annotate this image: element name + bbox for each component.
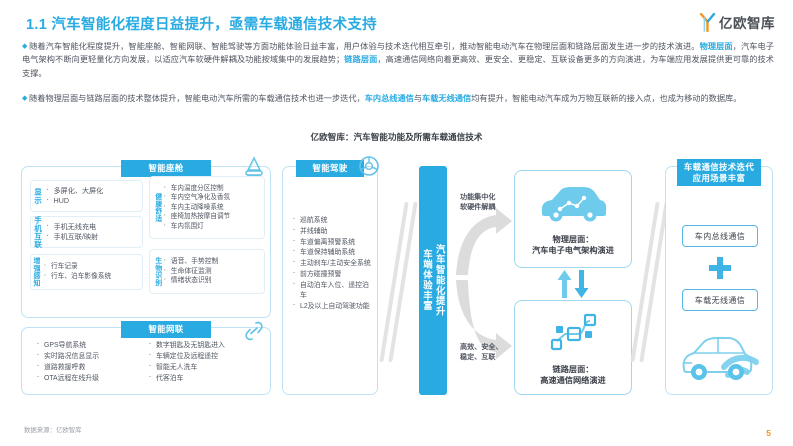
highlighted-term: 车载无线通信 bbox=[422, 94, 472, 103]
link-chain-icon bbox=[243, 319, 265, 349]
card-smart-connected-header: 智能网联 bbox=[121, 321, 211, 338]
bullet-diamond-icon: ◆ bbox=[22, 43, 28, 50]
cockpit-biometric-items: 语音、手势控制 生命体征监测 情绪状态识别 bbox=[163, 256, 219, 286]
cockpit-perception-items: 行车记录 行车、泊车影像系统 bbox=[43, 262, 111, 281]
arrow-label-top: 功能集中化软硬件解耦 bbox=[460, 193, 496, 212]
paragraph-1: ◆随着汽车智能化程度提升，智能座舱、智能网联、智能驾驶等方面功能体验日益丰富，用… bbox=[22, 40, 774, 80]
cockpit-comfort-items: 车内温度分区控制 车内空气净化及香氛 车内主动降噪系统 座椅加热按摩自调节 车内… bbox=[163, 183, 230, 231]
source-note: 数据来源：亿欧智库 bbox=[24, 427, 82, 434]
cockpit-group-biometric: 生物识别 语音、手势控制 生命体征监测 情绪状态识别 bbox=[149, 249, 265, 294]
page-title: 1.1 汽车智能化程度日益提升，亟需车载通信技术支持 bbox=[26, 17, 377, 33]
bullet-diamond-icon: ◆ bbox=[22, 95, 28, 102]
card-application-header: 车载通信技术迭代应用场景丰富 bbox=[677, 159, 761, 186]
network-nodes-icon bbox=[545, 309, 601, 360]
driving-items: 巡航系统 并线辅助 车道偏离预警系统 车道保持辅助系统 主动刹车/主动安全系统 … bbox=[292, 215, 372, 313]
layer-link-arrows bbox=[557, 270, 589, 298]
card-smart-cockpit-header: 智能座舱 bbox=[121, 160, 211, 177]
paragraph-text: ，汽车电子电气架构不断向更轻量化方向发展，以适应汽车软硬件解耦及功能按域集中的发… bbox=[22, 42, 774, 65]
cockpit-group-display: 显示 多屏化、大屏化 HUD bbox=[30, 180, 143, 212]
yiou-logo-icon bbox=[699, 12, 716, 32]
paragraph-2: ◆随着物理层面与链路层面的技术整体提升，智能电动汽车所需的车载通信技术也进一步迭… bbox=[22, 92, 774, 105]
car-network-icon bbox=[536, 182, 610, 229]
cockpit-group-comfort-label: 健康舒适 bbox=[153, 192, 161, 223]
pill-wireless-comm[interactable]: 车载无线通信 bbox=[682, 289, 758, 311]
highlighted-term: 物理层面 bbox=[699, 42, 733, 51]
cockpit-display-items: 多屏化、大屏化 HUD bbox=[46, 185, 104, 206]
cockpit-group-biometric-label: 生物识别 bbox=[153, 256, 161, 287]
highlighted-term: 链路层面 bbox=[344, 55, 378, 65]
connected-items-left: GPS导航系统 实时路况信息显示 道路救援呼救 OTA远程在线升级 bbox=[36, 340, 99, 385]
center-bar-text: 汽车智能化提升车端体验丰富 bbox=[422, 244, 446, 317]
paragraph-text: 均有提升，智能电动汽车成为万物互联新的接入点，也成为移动的数据库。 bbox=[471, 94, 742, 103]
arrow-label-bottom: 高效、安全、稳定、互联 bbox=[460, 343, 503, 362]
highlighted-term: 车内总线通信 bbox=[364, 94, 414, 103]
card-link-layer: 链路层面：高速通信网络演进 bbox=[514, 300, 632, 395]
card-physical-layer: 物理层面：汽车电子电气架构演进 bbox=[514, 170, 632, 268]
link-layer-text: 链路层面：高速通信网络演进 bbox=[540, 364, 606, 385]
cockpit-phone-items: 手机无线充电 手机互联/映射 bbox=[46, 221, 99, 242]
card-application-scenarios bbox=[665, 166, 773, 395]
pill-in-vehicle-bus[interactable]: 车内总线通信 bbox=[682, 225, 758, 247]
card-smart-driving-header: 智能驾驶 bbox=[296, 160, 364, 177]
steering-wheel-icon bbox=[358, 155, 380, 182]
plus-icon bbox=[707, 255, 733, 286]
logo-text: 亿欧智库 bbox=[719, 16, 775, 31]
paragraph-text: 随着物理层面与链路层面的技术整体提升，智能电动汽车所需的车载通信技术也进一步迭代… bbox=[29, 94, 365, 103]
page-number: 5 bbox=[766, 428, 771, 438]
cockpit-group-phone: 手机互联 手机无线充电 手机互联/映射 bbox=[30, 216, 143, 248]
chart-title: 亿欧智库：汽车智能功能及所需车载通信技术 bbox=[310, 132, 483, 142]
diagram-canvas: 智能座舱 显示 多屏化、大屏化 HUD 手机互联 手机无线充电 手机互联/映射 bbox=[0, 150, 793, 398]
physical-layer-text: 物理层面：汽车电子电气架构演进 bbox=[532, 234, 614, 255]
paragraph-text: ，高速通信网络向着更高效、更安全、更稳定、互联设备更多的方向演进，为车端应用发展… bbox=[22, 55, 774, 78]
brand-logo: 亿欧智库 bbox=[699, 12, 775, 32]
cockpit-group-perception-label: 增强感知 bbox=[33, 257, 40, 287]
paragraph-text: 与 bbox=[413, 94, 423, 103]
cockpit-group-perception: 增强感知 行车记录 行车、泊车影像系统 bbox=[30, 254, 143, 290]
center-vertical-bar: 汽车智能化提升车端体验丰富 bbox=[419, 166, 447, 395]
connected-items-right: 数字钥匙及无钥匙进入 车辆定位及远程遥控 智能无人洗车 代客泊车 bbox=[148, 340, 225, 385]
car-wifi-icon bbox=[678, 325, 770, 392]
paragraph-text: 随着汽车智能化程度提升，智能座舱、智能网联、智能驾驶等方面功能体验日益丰富，用户… bbox=[29, 42, 700, 51]
cockpit-group-display-label: 显示 bbox=[33, 187, 43, 205]
flow-arrows bbox=[456, 208, 512, 359]
cockpit-group-comfort: 健康舒适 车内温度分区控制 车内空气净化及香氛 车内主动降噪系统 座椅加热按摩自… bbox=[149, 176, 265, 239]
cockpit-group-phone-label: 手机互联 bbox=[33, 215, 43, 249]
